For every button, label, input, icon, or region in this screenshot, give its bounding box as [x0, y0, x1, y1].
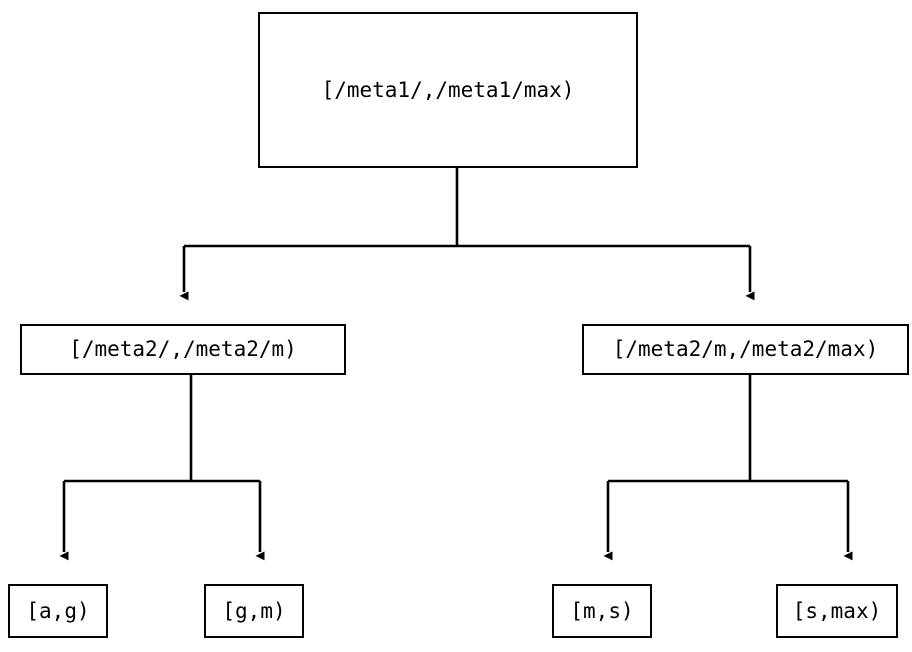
tree-node-meta2-upper[interactable]: [/meta2/m,/meta2/max)	[582, 324, 909, 375]
tree-node-label: [s,max)	[792, 598, 882, 623]
tree-leaf-s-max[interactable]: [s,max)	[776, 584, 898, 638]
tree-node-label: [/meta1/,/meta1/max)	[321, 77, 575, 102]
tree-node-meta2-lower[interactable]: [/meta2/,/meta2/m)	[20, 324, 346, 375]
tree-node-label: [g,m)	[222, 598, 286, 623]
tree-leaf-g-m[interactable]: [g,m)	[204, 584, 304, 638]
tree-node-label: [m,s)	[570, 598, 634, 623]
tree-node-label: [/meta2/m,/meta2/max)	[612, 337, 879, 361]
tree-leaf-m-s[interactable]: [m,s)	[552, 584, 652, 638]
tree-leaf-a-g[interactable]: [a,g)	[8, 584, 108, 638]
tree-node-label: [a,g)	[26, 598, 90, 623]
tree-node-label: [/meta2/,/meta2/m)	[69, 337, 297, 361]
tree-node-root[interactable]: [/meta1/,/meta1/max)	[258, 12, 638, 168]
